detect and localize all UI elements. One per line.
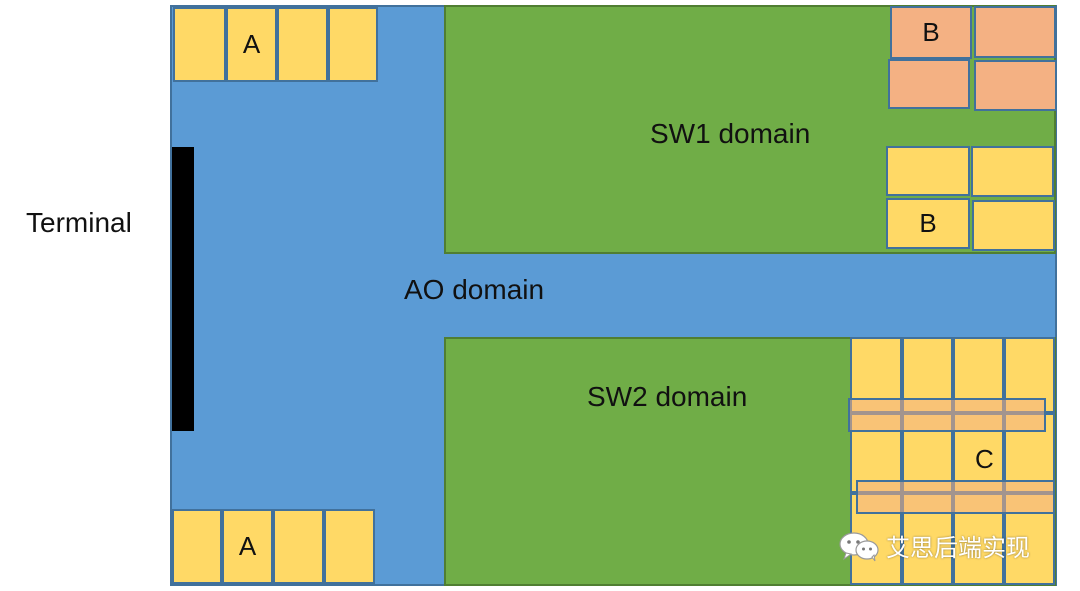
macro-a-top-2: A (226, 7, 277, 82)
macro-b-yellow-3: B (886, 198, 970, 249)
macro-b-orange-1: B (890, 6, 972, 59)
macro-a-top-4 (328, 7, 378, 82)
macro-c-label: C (975, 444, 994, 474)
ao-domain-label: AO domain (404, 274, 545, 305)
macro-a-top-1 (173, 7, 226, 82)
macro-a-bottom-4 (324, 509, 375, 584)
terminal-label: Terminal (26, 207, 132, 238)
macro-b-yellow-4 (972, 200, 1055, 251)
macro-a-bottom-1 (172, 509, 222, 584)
macro-b-orange-2 (974, 6, 1056, 58)
macro-b-yellow-1 (886, 146, 970, 196)
macro-b-orange-3 (888, 59, 970, 109)
macro-b-orange-4 (974, 60, 1057, 111)
sw1-domain-label: SW1 domain (650, 118, 811, 149)
macro-c-strip-upper (848, 398, 1046, 432)
macro-c-strip-lower (856, 480, 1055, 514)
macro-b-yellow-2 (971, 146, 1054, 197)
sw2-domain-label: SW2 domain (587, 381, 748, 412)
macro-a-top-label: A (242, 29, 261, 59)
terminal-bar (172, 147, 194, 431)
watermark: 艾思后端实现 (838, 528, 1030, 563)
macro-b-orange-label: B (922, 17, 940, 47)
macro-b-yellow-label: B (919, 208, 937, 238)
macro-a-top-3 (277, 7, 328, 82)
watermark-text: 艾思后端实现 (886, 535, 1030, 562)
macro-a-bottom-3 (273, 509, 324, 584)
macro-a-bottom-label: A (238, 531, 257, 561)
macro-a-bottom-2: A (222, 509, 273, 584)
wechat-icon (839, 531, 879, 561)
